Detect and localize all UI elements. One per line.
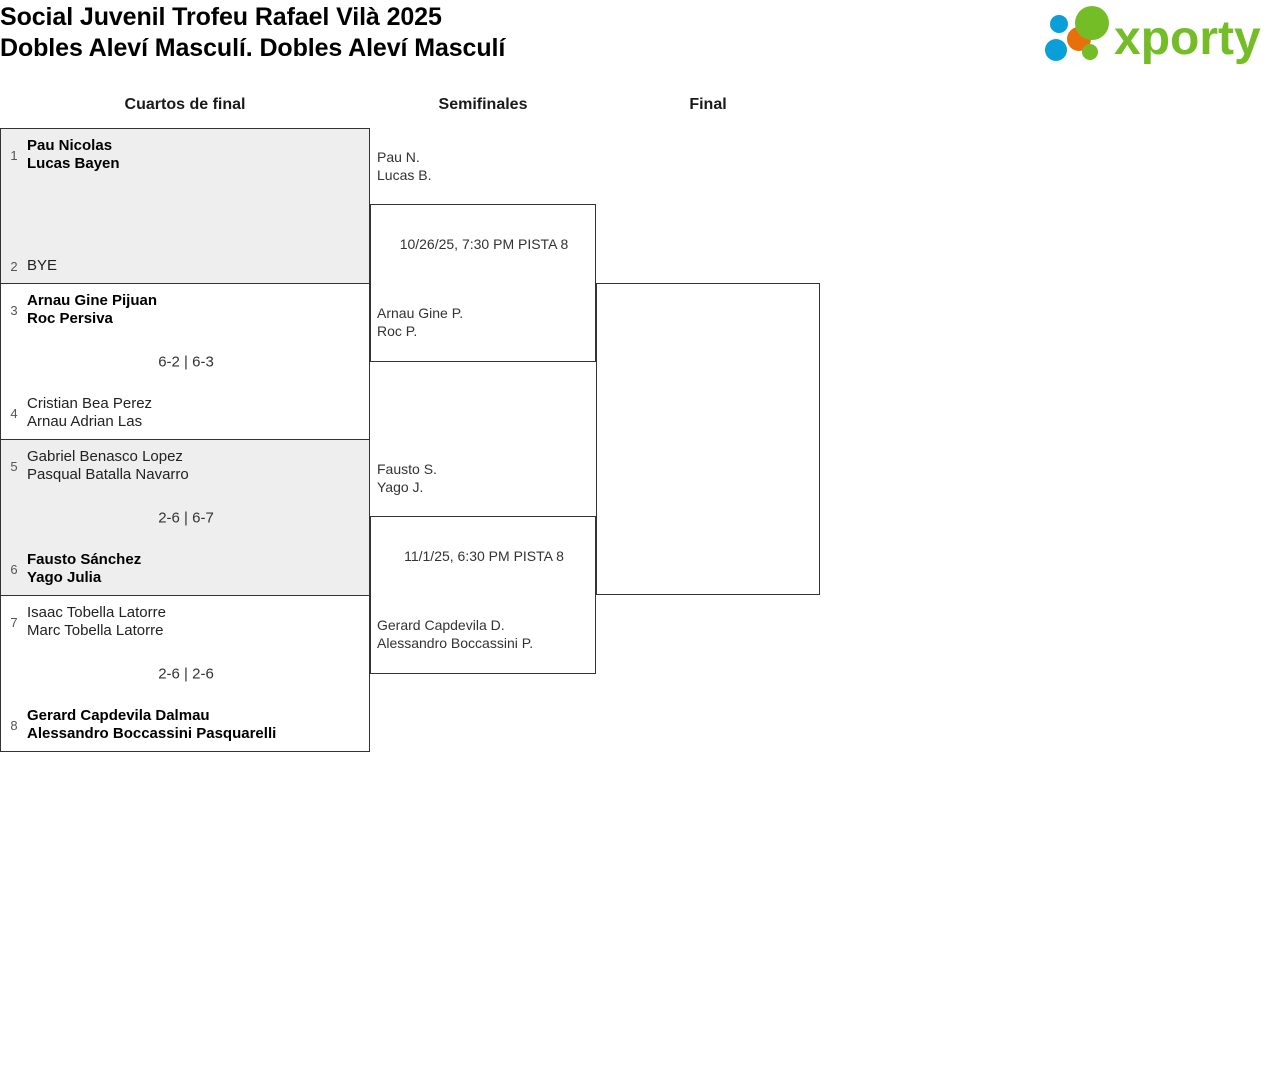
player-name-2: Alessandro Boccassini P.	[377, 635, 534, 651]
quarterfinal-4-team-bottom[interactable]: 8 Gerard Capdevila Dalmau Alessandro Boc…	[1, 707, 371, 743]
player-name-2: Lucas Bayen	[27, 155, 120, 172]
player-name-2: Marc Tobella Latorre	[27, 622, 164, 639]
team-names: Gabriel Benasco Lopez Pasqual Batalla Na…	[27, 448, 189, 484]
quarterfinal-4-team-top[interactable]: 7 Isaac Tobella Latorre Marc Tobella Lat…	[1, 604, 371, 640]
player-name-1: Fausto S.	[377, 461, 437, 477]
player-name-1: Gerard Capdevila D.	[377, 617, 505, 633]
player-name-1: Arnau Gine P.	[377, 305, 464, 321]
player-name-1: BYE	[27, 257, 58, 274]
player-name-2: Alessandro Boccassini Pasquarelli	[27, 725, 277, 742]
semifinal-1-team-top[interactable]: Pau N. Lucas B.	[371, 148, 597, 184]
seed-number: 5	[10, 458, 18, 474]
semifinal-match-2[interactable]	[370, 516, 596, 674]
player-name-2: Yago Julia	[27, 569, 102, 586]
team-names: BYE	[27, 257, 57, 275]
round-header-final: Final	[689, 96, 727, 113]
player-name-1: Isaac Tobella Latorre	[27, 604, 166, 621]
player-name-1: Pau Nicolas	[27, 137, 113, 154]
page-header: Social Juvenil Trofeu Rafael Vilà 2025 D…	[0, 0, 1280, 88]
quarterfinal-3-score: 2-6 | 6-7	[158, 509, 214, 526]
logo-dot-green-small	[1082, 44, 1098, 60]
quarterfinal-3-team-bottom[interactable]: 6 Fausto Sánchez Yago Julia	[1, 551, 371, 587]
quarterfinal-match-4[interactable]: 7 Isaac Tobella Latorre Marc Tobella Lat…	[0, 596, 370, 752]
bracket-body: 1 Pau Nicolas Lucas Bayen 2 BYE 3 Arnau …	[0, 128, 1280, 768]
team-names: Isaac Tobella Latorre Marc Tobella Lator…	[27, 604, 166, 640]
player-name-1: Pau N.	[377, 149, 420, 165]
player-name-2: Pasqual Batalla Navarro	[27, 466, 189, 483]
seed-number: 8	[10, 717, 18, 733]
player-name-1: Cristian Bea Perez	[27, 395, 153, 412]
connector-sf1-final	[596, 283, 597, 284]
round-headers: Cuartos de final Semifinales Final	[0, 96, 1280, 122]
logo-dot-blue-top	[1050, 15, 1068, 33]
quarterfinal-2-team-top[interactable]: 3 Arnau Gine Pijuan Roc Persiva	[1, 292, 371, 328]
team-names: Fausto Sánchez Yago Julia	[27, 551, 141, 587]
xporty-logo[interactable]: xporty	[1034, 4, 1274, 64]
team-names: Cristian Bea Perez Arnau Adrian Las	[27, 395, 152, 431]
quarterfinal-3-team-top[interactable]: 5 Gabriel Benasco Lopez Pasqual Batalla …	[1, 448, 371, 484]
semifinal-1-schedule: 10/26/25, 7:30 PM PISTA 8	[399, 236, 569, 252]
seed-number: 6	[10, 561, 18, 577]
semifinal-2-team-bottom[interactable]: Gerard Capdevila D. Alessandro Boccassin…	[371, 616, 597, 652]
team-names: Arnau Gine Pijuan Roc Persiva	[27, 292, 157, 328]
player-name-1: Fausto Sánchez	[27, 551, 142, 568]
team-names: Pau Nicolas Lucas Bayen	[27, 137, 120, 173]
seed-number: 4	[10, 405, 18, 421]
quarterfinal-2-team-bottom[interactable]: 4 Cristian Bea Perez Arnau Adrian Las	[1, 395, 371, 431]
player-name-2: Lucas B.	[377, 167, 432, 183]
player-name-1: Arnau Gine Pijuan	[27, 292, 158, 309]
page-title-line-2: Dobles Aleví Masculí. Dobles Aleví Mascu…	[0, 34, 506, 62]
connector-sf2-final	[596, 594, 597, 595]
player-name-2: Roc P.	[377, 323, 418, 339]
logo-dot-green-large	[1075, 6, 1109, 40]
tournament-title: Social Juvenil Trofeu Rafael Vilà 2025 D…	[0, 2, 900, 64]
seed-number: 1	[10, 147, 18, 163]
semifinal-match-1[interactable]	[370, 204, 596, 362]
player-name-2: Roc Persiva	[27, 310, 113, 327]
player-name-2: Arnau Adrian Las	[27, 413, 143, 430]
player-name-2: Yago J.	[377, 479, 424, 495]
quarterfinal-4-score: 2-6 | 2-6	[158, 665, 214, 682]
semifinal-2-team-top[interactable]: Fausto S. Yago J.	[371, 460, 597, 496]
seed-number: 7	[10, 614, 18, 630]
player-name-1: Gabriel Benasco Lopez	[27, 448, 183, 465]
xporty-logo-svg: xporty	[1045, 6, 1261, 64]
round-header-semifinals: Semifinales	[438, 96, 528, 113]
logo-dot-blue-bottom	[1045, 39, 1067, 61]
quarterfinal-1-team-bottom[interactable]: 2 BYE	[1, 257, 371, 275]
quarterfinal-match-3[interactable]: 5 Gabriel Benasco Lopez Pasqual Batalla …	[0, 440, 370, 596]
seed-number: 3	[10, 302, 18, 318]
player-name-1: Gerard Capdevila Dalmau	[27, 707, 210, 724]
quarterfinal-match-2[interactable]: 3 Arnau Gine Pijuan Roc Persiva 6-2 | 6-…	[0, 284, 370, 440]
round-header-quarterfinals: Cuartos de final	[124, 96, 246, 113]
page-title-line-1: Social Juvenil Trofeu Rafael Vilà 2025	[0, 3, 442, 31]
logo-wordmark: xporty	[1114, 12, 1261, 64]
team-names: Gerard Capdevila Dalmau Alessandro Bocca…	[27, 707, 276, 743]
semifinal-2-schedule: 11/1/25, 6:30 PM PISTA 8	[404, 548, 564, 564]
semifinal-1-team-bottom[interactable]: Arnau Gine P. Roc P.	[371, 304, 597, 340]
seed-number: 2	[10, 258, 18, 274]
quarterfinal-2-score: 6-2 | 6-3	[158, 353, 214, 370]
quarterfinal-1-team-top[interactable]: 1 Pau Nicolas Lucas Bayen	[1, 137, 371, 173]
quarterfinal-match-1[interactable]: 1 Pau Nicolas Lucas Bayen 2 BYE	[0, 128, 370, 284]
final-match[interactable]	[596, 283, 820, 595]
